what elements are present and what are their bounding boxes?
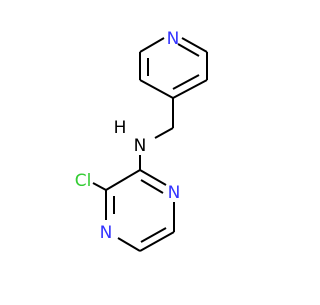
molecule-structure: N N H Cl N N — [75, 29, 208, 252]
pyridine-n-label: N — [167, 29, 180, 49]
bond-pyridine-n-c2 — [139, 37, 165, 53]
bond-c3-cl — [92, 182, 107, 191]
amine-h-label: H — [114, 118, 127, 138]
bond-pyrazine-inner-1 — [140, 179, 164, 194]
bond-pyrazine-c3-c2 — [105, 169, 141, 191]
bond-pyridine-c3-c4 — [139, 79, 174, 99]
amine-n-label: N — [134, 136, 147, 156]
bond-pyrazine-c2-n1 — [139, 169, 167, 186]
bond-pyrazine-c5-n4 — [117, 237, 141, 252]
bond-pyridine-c4-c5 — [172, 79, 208, 99]
bond-pyridine-n-c6 — [181, 37, 208, 53]
pyrazine-n1-label: N — [168, 183, 181, 203]
pyrazine-ring — [92, 169, 175, 252]
pyridine-ring — [139, 37, 208, 99]
bond-pyridine-inner-2 — [172, 74, 200, 90]
bond-ch2-nh — [154, 127, 174, 139]
chlorine-label: Cl — [75, 171, 92, 191]
bond-pyrazine-inner-2 — [140, 227, 167, 243]
linker — [139, 98, 174, 170]
bond-pyridine-inner-3 — [177, 43, 200, 57]
pyrazine-n4-label: N — [100, 223, 113, 243]
bond-pyrazine-c6-c5 — [139, 231, 175, 252]
molecule-diagram: N N H Cl N N — [75, 29, 208, 252]
